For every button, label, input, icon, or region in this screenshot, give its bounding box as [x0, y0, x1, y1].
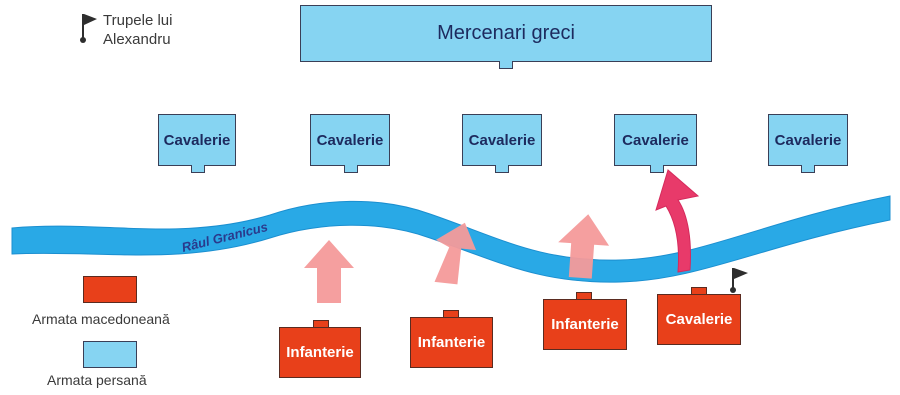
macedonian-infantry-1: Infanterie: [279, 327, 361, 378]
persian-cavalry-1: Cavalerie: [158, 114, 236, 166]
advance-arrow-1: [304, 240, 354, 303]
persian-cavalry-3-tab: [495, 165, 509, 173]
flag-icon-legend: [80, 14, 97, 43]
macedonian-infantry-1-tab: [313, 320, 329, 328]
persian-cavalry-4-tab: [650, 165, 664, 173]
macedonian-infantry-3: Infanterie: [543, 299, 627, 350]
macedonian-swatch: [83, 276, 137, 303]
macedonian-cavalry: Cavalerie: [657, 294, 741, 345]
persian-cavalry-3: Cavalerie: [462, 114, 542, 166]
persian-cavalry-4: Cavalerie: [614, 114, 697, 166]
persian-cavalry-2-tab: [344, 165, 358, 173]
advance-arrow-3: [558, 214, 610, 279]
persian-cavalry-2: Cavalerie: [310, 114, 390, 166]
legend-flag-line1: Trupele lui: [103, 12, 173, 29]
flag-icon-alexander: [730, 268, 748, 293]
persian-cavalry-5: Cavalerie: [768, 114, 848, 166]
macedonian-infantry-3-tab: [576, 292, 592, 300]
macedonian-infantry-2-tab: [443, 310, 459, 318]
macedonian-infantry-2: Infanterie: [410, 317, 493, 368]
legend-flag-line2: Alexandru: [103, 31, 171, 48]
legend-persian-label: Armata persană: [47, 372, 147, 388]
cavalry-charge-arrow: [655, 169, 700, 273]
persian-swatch: [83, 341, 137, 368]
macedonian-cavalry-tab: [691, 287, 707, 295]
persian-cavalry-1-tab: [191, 165, 205, 173]
persian-cavalry-5-tab: [801, 165, 815, 173]
greek-mercenaries-block: Mercenari greci: [300, 5, 712, 62]
legend-macedonian-label: Armata macedoneană: [32, 311, 170, 327]
greek-mercenaries-tab: [499, 61, 513, 69]
legend-flag-label: Trupele lui Alexandru: [103, 11, 172, 49]
advance-arrow-2: [434, 222, 477, 285]
